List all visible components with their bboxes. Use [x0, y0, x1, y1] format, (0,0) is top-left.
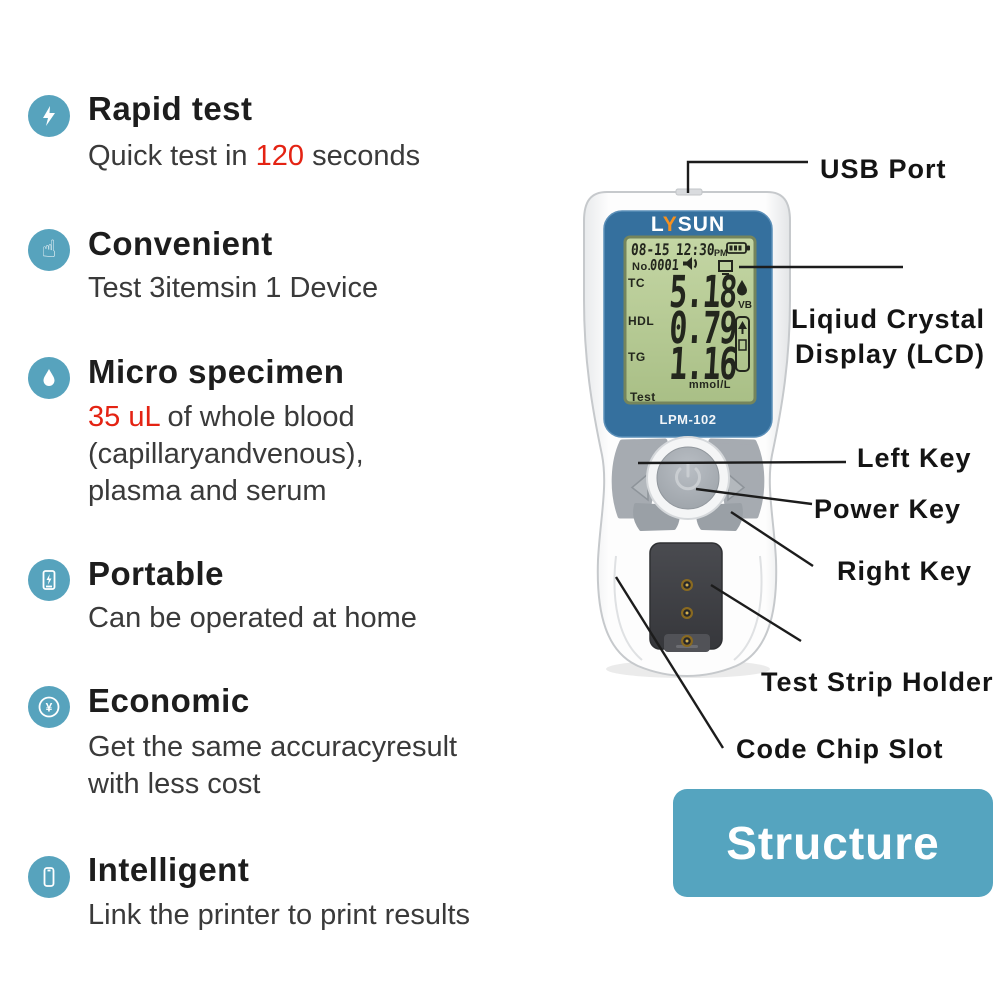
- right-key-callout-line: [730, 510, 814, 568]
- feature-desc: 35 uL of whole blood (capillaryandvenous…: [88, 401, 364, 507]
- brand-logo: LYSUN: [650, 213, 726, 236]
- feature-desc: Can be operated at home: [88, 602, 417, 634]
- feature-title: Economic: [88, 682, 250, 719]
- lcd-readout: 08-15 12:30 PM No. 0001 TC 5.18 VB HDL 0…: [625, 237, 755, 404]
- power-key[interactable]: [656, 446, 720, 510]
- code-chip-slot-label: Code Chip Slot: [736, 734, 944, 764]
- feature-title: Micro specimen: [88, 353, 345, 390]
- holder-contact-pins: [681, 579, 693, 647]
- feature-title: Portable: [88, 555, 225, 592]
- structure-button[interactable]: Structure: [673, 789, 993, 897]
- body-contour-right: [733, 555, 763, 661]
- lcd-unit: mmol/L: [688, 379, 731, 391]
- blood-drop-icon: [737, 280, 747, 296]
- svg-text:¥: ¥: [46, 701, 53, 715]
- lcd-vb-flag: VB: [738, 300, 752, 311]
- feature-desc: Quick test in 120 seconds: [88, 140, 421, 172]
- lcd-no-label: No.: [632, 261, 652, 273]
- tap-icon: ☝: [28, 229, 70, 271]
- battery-icon: [726, 242, 750, 254]
- code-chip-callout-line: [614, 576, 725, 749]
- pc-link-icon: [718, 260, 733, 275]
- right-key-label: Right Key: [837, 556, 973, 586]
- lcd-ampm: PM: [714, 248, 728, 258]
- feature-title: Intelligent: [88, 851, 250, 888]
- lcd-time: 12:30: [675, 240, 716, 259]
- feature-title: Convenient: [88, 225, 273, 262]
- feature-desc: Test 3itemsin 1 Device: [88, 272, 379, 304]
- feature-title: Rapid test: [88, 90, 253, 127]
- test-strip-holder: [649, 542, 723, 650]
- power-icon: [675, 461, 701, 491]
- left-key-callout-line: [637, 460, 847, 465]
- left-key-label: Left Key: [857, 443, 972, 473]
- power-key-callout-line: [695, 487, 813, 506]
- model-number: LPM-102: [659, 412, 717, 427]
- droplet-icon: [28, 357, 70, 399]
- phone-icon: [28, 856, 70, 898]
- lcd-label: Liqiud Crystal Display (LCD): [790, 304, 985, 369]
- power-key-label: Power Key: [814, 494, 962, 524]
- lightning-icon: [28, 95, 70, 137]
- usb-port-callout-line: [686, 160, 808, 193]
- strip-holder-callout-line: [710, 583, 802, 643]
- feature-desc: Get the same accuracyresult with less co…: [88, 731, 458, 800]
- tap-glyph: ☝: [41, 236, 57, 263]
- feature-desc: Link the printer to print results: [88, 899, 471, 931]
- body-contour-left: [613, 555, 643, 661]
- coin-icon: ¥: [28, 686, 70, 728]
- lcd-row-label: TC: [628, 276, 645, 290]
- test-strip-icon: [735, 316, 750, 372]
- speaker-icon: [683, 257, 697, 270]
- lcd-screen: [623, 235, 757, 405]
- lcd-row-label: HDL: [628, 314, 655, 328]
- lcd-row-label: TG: [628, 350, 646, 364]
- usb-port-label: USB Port: [820, 154, 947, 184]
- test-strip-holder-label: Test Strip Holder: [761, 667, 994, 697]
- meter-icon: [28, 559, 70, 601]
- lcd-mode: Test: [630, 390, 656, 404]
